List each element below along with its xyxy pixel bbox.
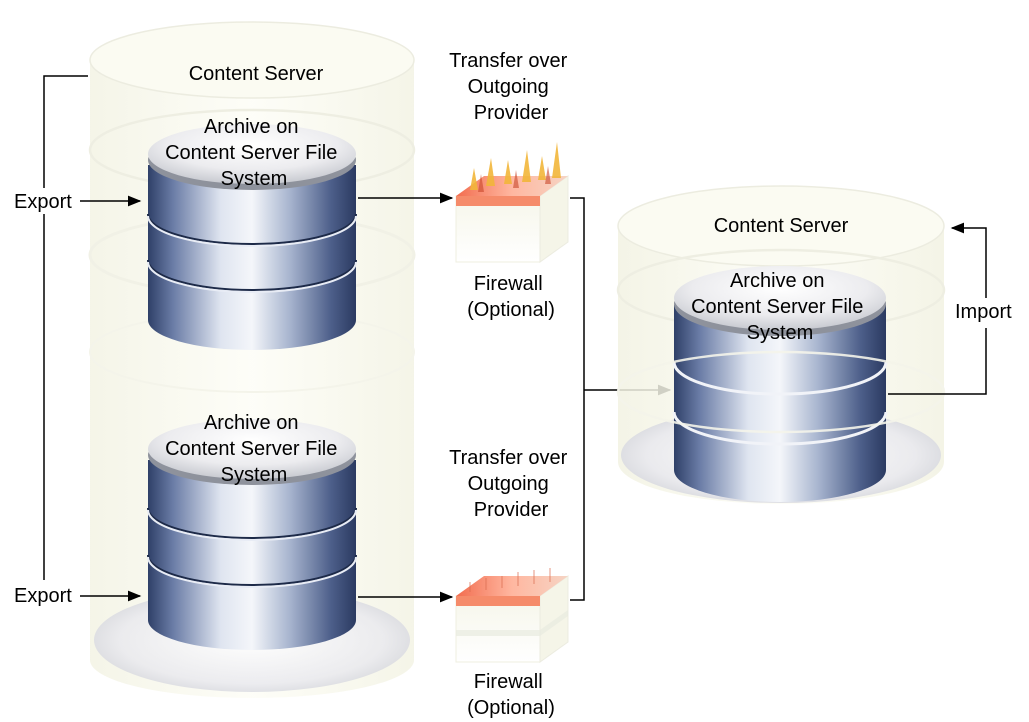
firewall-label-top: Firewall (Optional) [467,273,555,321]
export-label-top: Export [14,191,72,213]
left-content-server: Content Server Archive on Content Server… [88,21,416,698]
transfer-caption-top: Transfer over Outgoing Provider [449,50,573,124]
right-content-server: Content Server Archive on Content Server… [616,185,946,504]
firewall-bottom [455,568,569,663]
firewall-top [455,142,569,263]
import-label: Import [955,301,1012,323]
export-label-bottom: Export [14,585,72,607]
archive-db-top [147,124,357,350]
right-server-title: Content Server [714,215,849,237]
export-connector [43,75,142,602]
import-connector [888,222,987,395]
archive-label-top: Archive on Content Server File System [165,116,343,190]
archive-label-bottom: Archive on Content Server File System [165,412,343,486]
archive-label-right: Archive on Content Server File System [691,270,869,344]
transfer-caption-bottom: Transfer over Outgoing Provider [449,447,573,521]
left-server-title: Content Server [189,63,324,85]
archive-db-bottom [147,419,357,650]
firewall-label-bottom: Firewall (Optional) [467,671,555,719]
